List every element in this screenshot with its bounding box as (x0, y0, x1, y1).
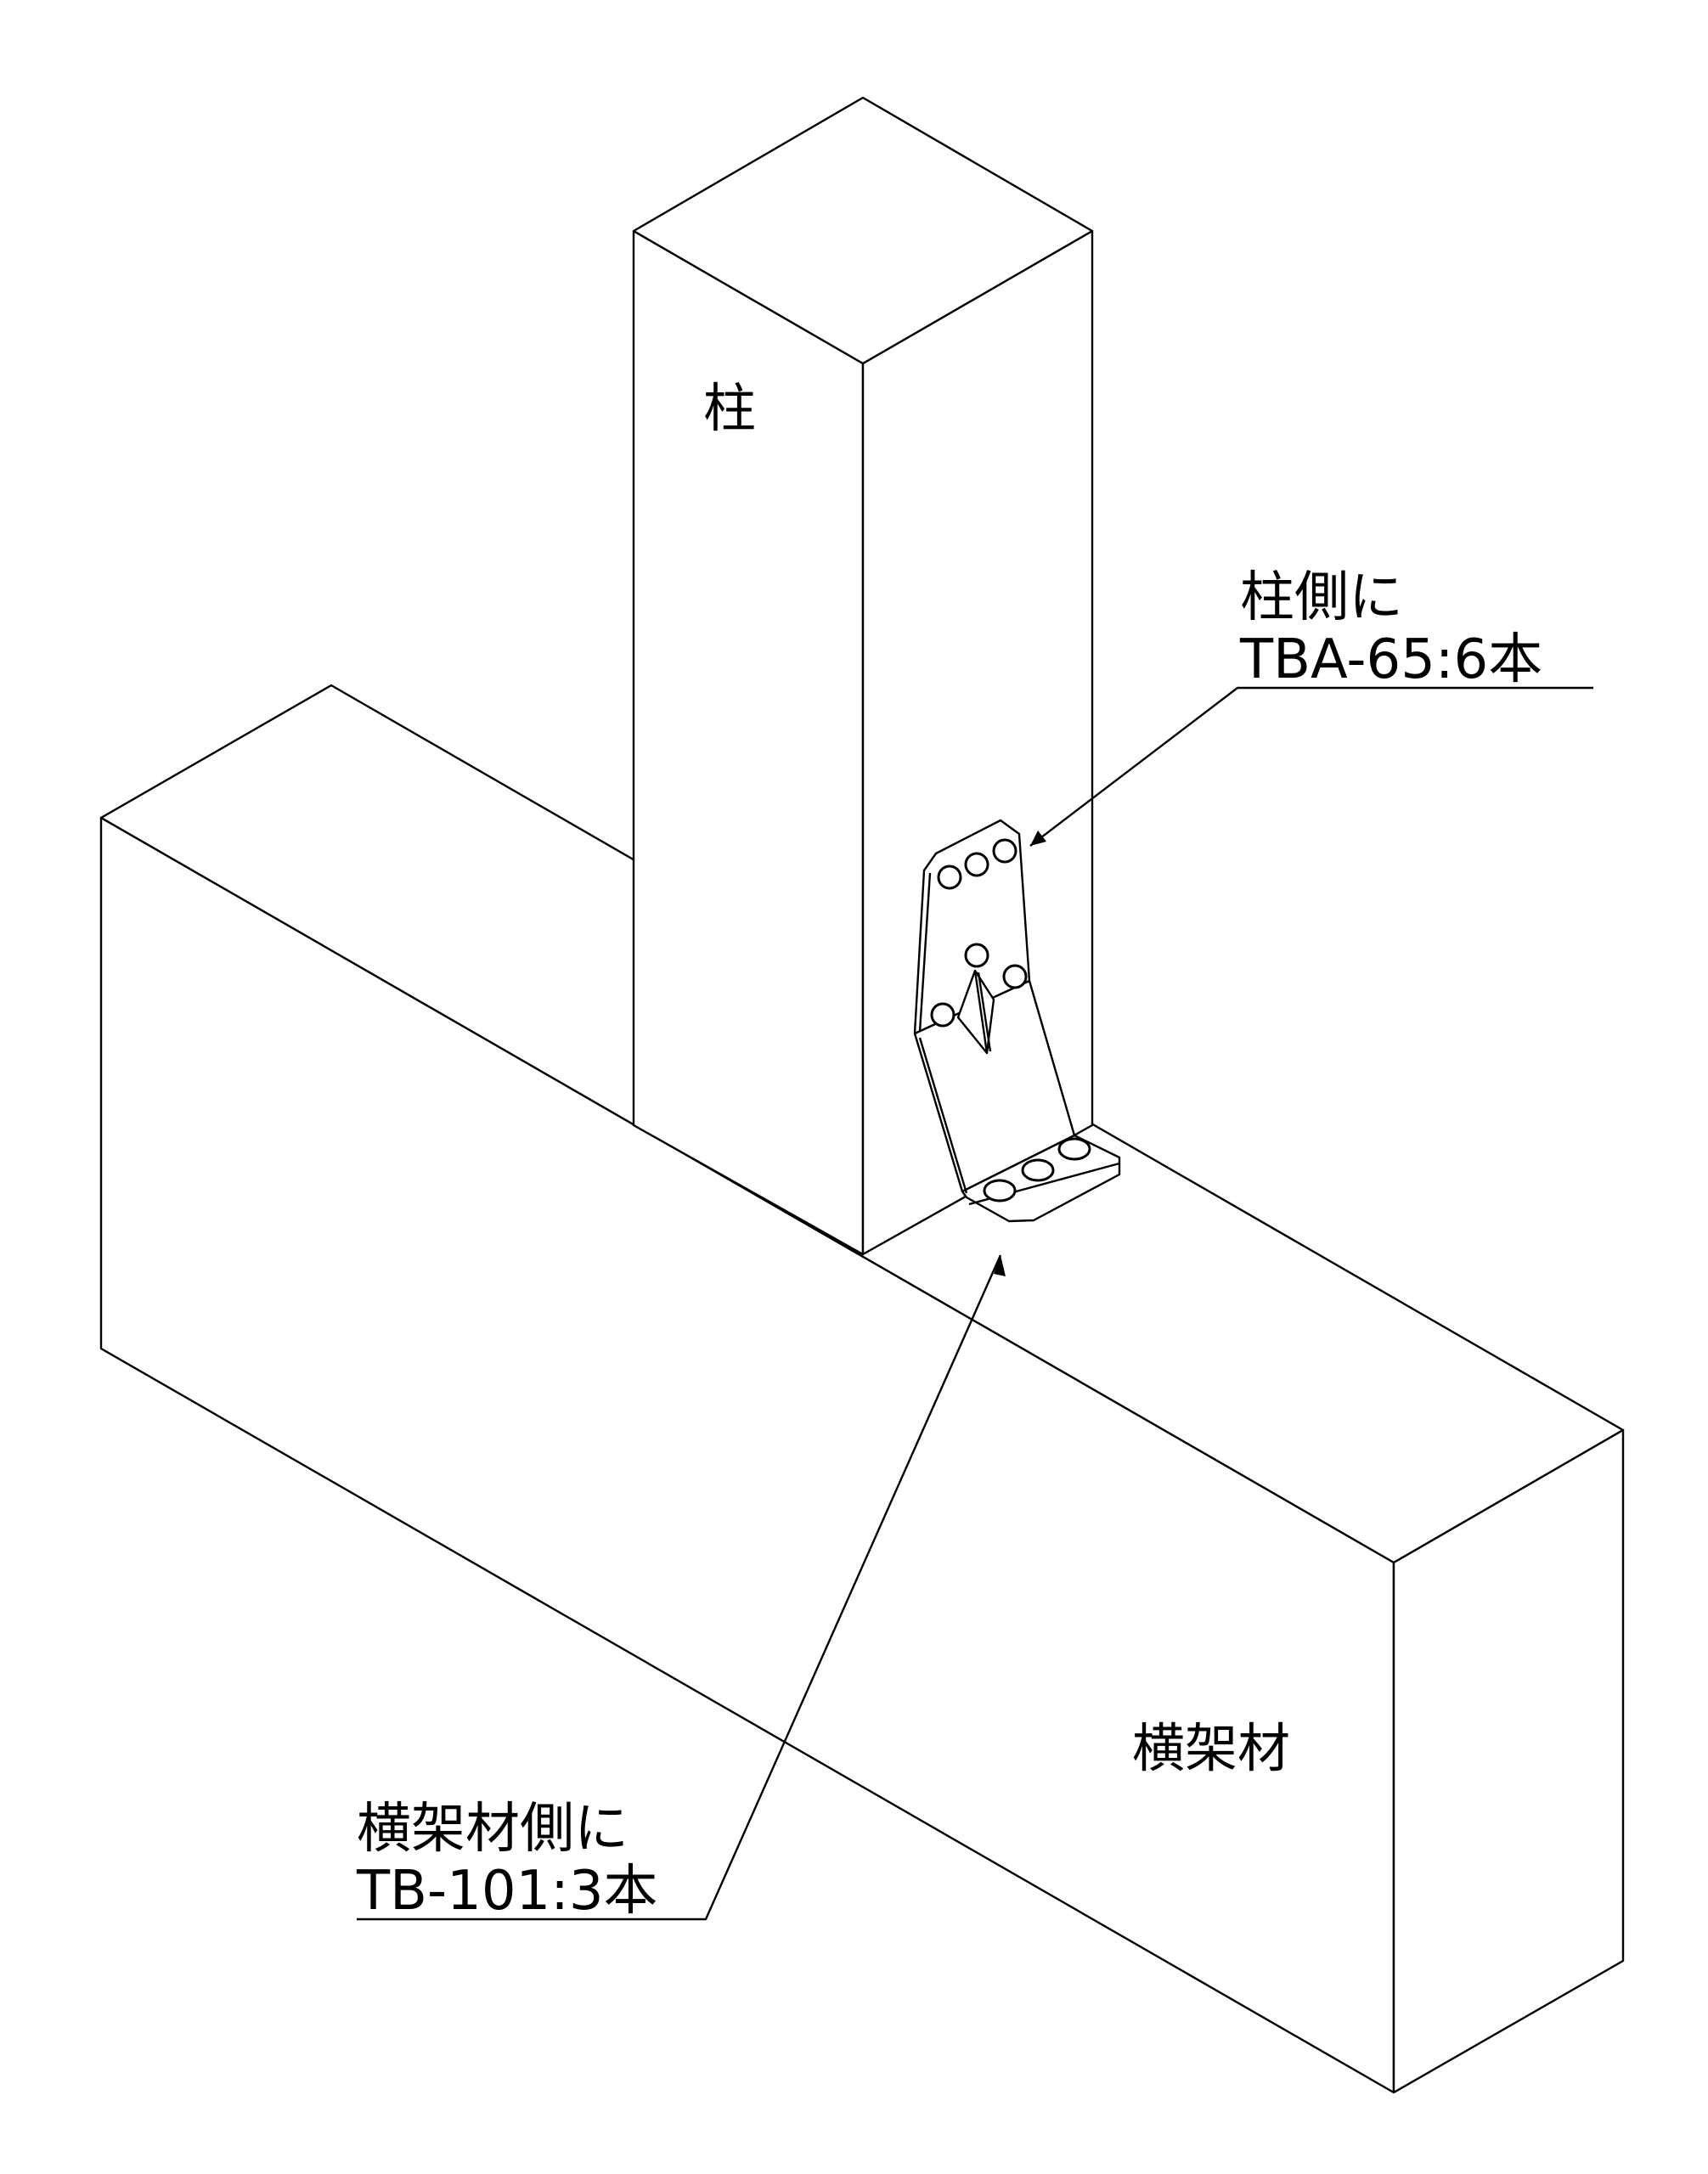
callout-column-side-line1: 柱側に (1240, 566, 1403, 629)
column-label: 柱 (703, 377, 756, 439)
screw-icon (983, 1179, 1017, 1202)
leader-line (357, 1254, 1002, 1921)
screw-icon (964, 852, 989, 877)
arrowhead-icon (994, 1255, 1006, 1276)
arrowhead-icon (1030, 831, 1046, 846)
screw-icon (964, 943, 989, 968)
leader-line (1029, 686, 1593, 847)
screw-icon (1021, 1158, 1055, 1182)
screw-icon (992, 838, 1017, 864)
screw-icon (930, 1002, 955, 1028)
beam-end-face (1392, 1428, 1625, 2094)
screw-icon (937, 865, 962, 890)
callout-beam-side: 横架材側に TB-101:3本 (356, 1254, 1006, 1923)
angle-bracket (913, 819, 1121, 1223)
callout-column-side: 柱側に TBA-65:6本 (1029, 566, 1593, 847)
callout-column-side-line2: TBA-65:6本 (1239, 628, 1542, 691)
screw-icon (1002, 964, 1028, 989)
screw-icon (1057, 1137, 1091, 1161)
column-screws (930, 838, 1028, 1028)
column-top-face (632, 96, 1094, 365)
callout-beam-side-line1: 横架材側に (357, 1798, 629, 1861)
beam-screws (983, 1137, 1091, 1202)
callout-beam-side-line2: TB-101:3本 (356, 1860, 658, 1923)
beam-label: 横架材 (1132, 1717, 1290, 1779)
